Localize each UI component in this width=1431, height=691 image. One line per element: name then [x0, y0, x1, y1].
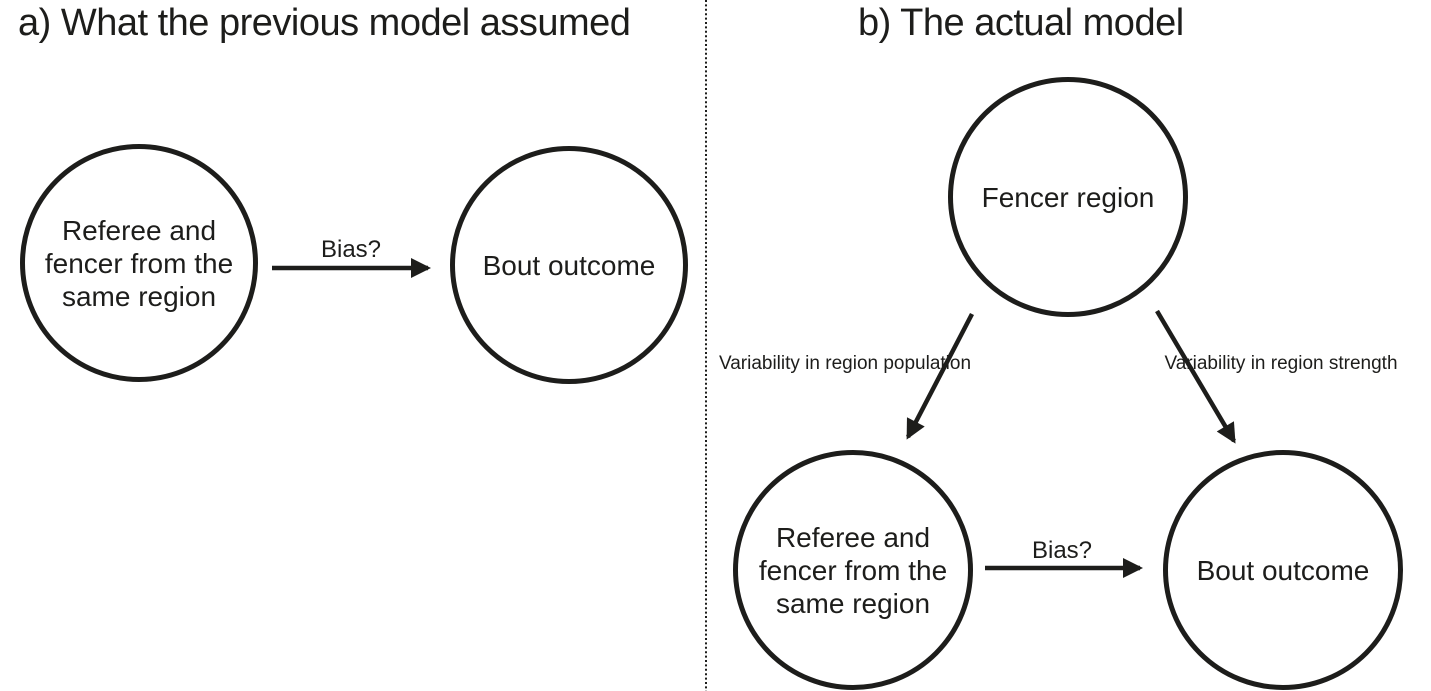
edge-label-bias-b: Bias?	[1031, 537, 1093, 564]
node-label-line: Bout outcome	[482, 249, 656, 281]
node-label: Bout outcome	[483, 249, 656, 282]
node-label-line: Referee and	[61, 214, 217, 246]
node-label: Referee and fencer from the same region	[759, 521, 947, 620]
node-bout-outcome-b: Bout outcome	[1163, 450, 1403, 690]
edge-label-bias-a: Bias?	[320, 236, 382, 263]
edge-label-line: Variability in	[1164, 353, 1266, 374]
panel-b-title: b) The actual model	[858, 2, 1184, 44]
node-label-line: same region	[61, 280, 217, 312]
node-bout-outcome-a: Bout outcome	[450, 146, 688, 384]
node-label: Fencer region	[982, 181, 1155, 214]
panel-a-title: a) What the previous model assumed	[18, 2, 631, 44]
node-label-line: same region	[775, 587, 931, 619]
edge-label-line: region population	[825, 353, 972, 374]
node-label: Bout outcome	[1197, 554, 1370, 587]
node-referee-fencer-same-region-b: Referee and fencer from the same region	[733, 450, 973, 690]
arrow-region-strength	[1155, 309, 1236, 444]
node-label-line: Bout outcome	[1196, 554, 1370, 586]
edge-label-line: region strength	[1270, 353, 1398, 374]
edge-label-line: Variability in	[718, 353, 820, 374]
node-label-line: Fencer region	[981, 181, 1155, 213]
node-label-line: fencer from the	[44, 247, 234, 279]
node-label-line: Referee and	[775, 521, 931, 553]
node-label-line: fencer from the	[758, 554, 948, 586]
node-fencer-region: Fencer region	[948, 77, 1188, 317]
edge-label-region-strength: Variability in region strength	[1164, 352, 1397, 376]
node-referee-fencer-same-region-a: Referee and fencer from the same region	[20, 144, 258, 382]
node-label: Referee and fencer from the same region	[45, 214, 233, 313]
edge-label-region-population: Variability in region population	[719, 352, 971, 376]
